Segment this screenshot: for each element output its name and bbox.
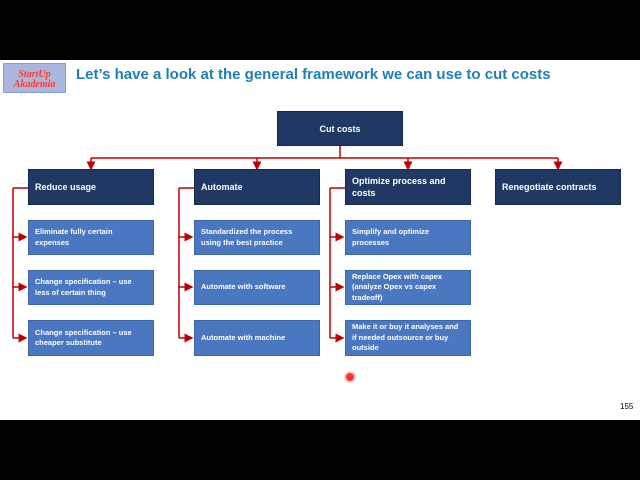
item-automate-software: Automate with software — [194, 270, 320, 305]
item-opex-capex: Replace Opex with capex (analyze Opex vs… — [345, 270, 471, 305]
item-cheaper-substitute: Change specification – use cheaper subst… — [28, 320, 154, 356]
item-simplify-processes: Simplify and optimize processes — [345, 220, 471, 255]
item-use-less: Change specification – use less of certa… — [28, 270, 154, 305]
connector-lines — [12, 146, 563, 343]
item-automate-machine: Automate with machine — [194, 320, 320, 356]
startup-akademia-logo: StartUp Akademia — [3, 63, 66, 93]
header-automate: Automate — [194, 169, 320, 205]
slide-title: Let’s have a look at the general framewo… — [76, 66, 551, 83]
item-make-or-buy: Make it or buy it analyses and if needed… — [345, 320, 471, 356]
item-eliminate-expenses: Eliminate fully certain expenses — [28, 220, 154, 255]
slide: StartUp Akademia Let’s have a look at th… — [0, 60, 640, 420]
logo-line-2: Akademia — [13, 79, 56, 90]
page-number: 155 — [620, 402, 634, 411]
root-box-cut-costs: Cut costs — [277, 111, 403, 146]
header-reduce-usage: Reduce usage — [28, 169, 154, 205]
logo-line-1: StartUp — [18, 69, 51, 80]
header-optimize-process: Optimize process and costs — [345, 169, 471, 205]
mouse-cursor-highlight — [346, 373, 354, 381]
item-standardize-process: Standardized the process using the best … — [194, 220, 320, 255]
header-renegotiate-contracts: Renegotiate contracts — [495, 169, 621, 205]
